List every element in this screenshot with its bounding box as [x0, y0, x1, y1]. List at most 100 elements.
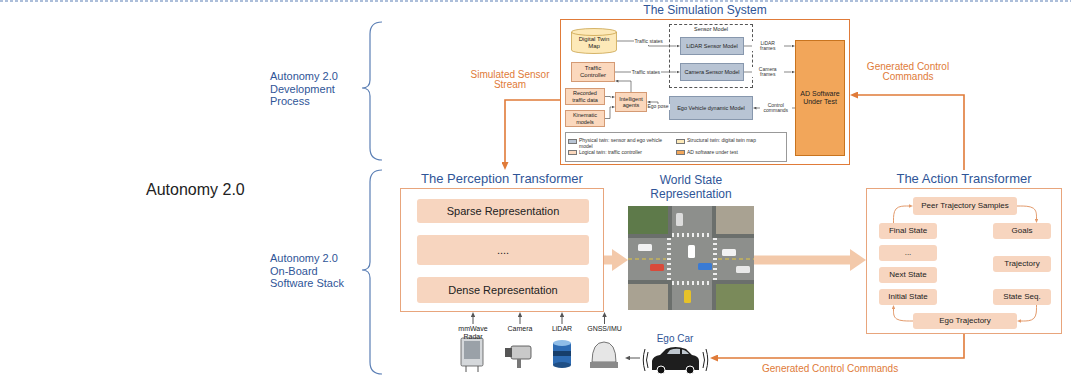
- node-text: Goals: [1012, 226, 1033, 235]
- panel-frame: Sparse Representation.... Dense Represent…: [400, 188, 604, 312]
- side-label: Autonomy 2.0 Development Process: [270, 70, 354, 108]
- node-text: Camera Sensor Model: [684, 69, 739, 75]
- connector: [1017, 206, 1037, 219]
- legend-text: AD software under test: [687, 150, 738, 156]
- signal-wave: [706, 349, 708, 371]
- edge-label: Generated Control Commands: [761, 364, 899, 375]
- bracket: [362, 22, 382, 160]
- lidar-icon: [553, 340, 571, 368]
- legend-text: Structural twin: digital twin map: [687, 138, 756, 144]
- node-text: ...: [905, 248, 912, 257]
- edge-label: Simulated Sensor Stream: [462, 70, 559, 91]
- camera-lens: [505, 348, 512, 357]
- action-panel: The Action TransformerPeer Trajectory Sa…: [866, 170, 1062, 334]
- crosswalk: [713, 238, 717, 280]
- connector: [1021, 305, 1037, 321]
- node-text: Initial State: [888, 292, 928, 301]
- dashed-border: [0, 1, 1071, 2]
- car-window: [667, 349, 680, 354]
- side-label: Autonomy 2.0: [146, 181, 245, 199]
- connector: [894, 309, 914, 321]
- cylinder-rim: [572, 32, 617, 36]
- panel-heading: The Perception Transformer: [400, 170, 604, 188]
- node-text: Next State: [889, 270, 926, 279]
- legend-item: Physical twin: sensor and ego vehicle mo…: [568, 138, 676, 150]
- node-text: Kinematic models: [568, 112, 602, 125]
- connector: [562, 317, 563, 324]
- connector: [605, 107, 612, 119]
- gnss-base: [590, 362, 618, 368]
- node-text: Ego Vehicle dynamic Model: [677, 105, 745, 111]
- legend-swatch: [568, 150, 577, 155]
- node-text: mmWave Radar: [448, 325, 498, 341]
- image-ground: [628, 206, 754, 310]
- radar-icon: [461, 338, 483, 372]
- camera-stand: [517, 359, 521, 368]
- panel-frame: Peer Trajectory SamplesFinal State... Nex…: [866, 188, 1062, 334]
- panel-title: The Action Transformer: [896, 172, 1031, 187]
- node-text: Final State: [889, 226, 927, 235]
- gnss-icon: [590, 342, 618, 368]
- sensor-node: GNSS/IMU: [584, 324, 625, 376]
- sensor-node: LiDAR: [546, 324, 578, 376]
- world-state-image: World State Representation: [628, 170, 754, 310]
- connector: [619, 81, 632, 92]
- cylinder-body: [572, 29, 617, 54]
- panel-title: The Perception Transformer: [421, 172, 583, 187]
- crosswalk: [667, 238, 671, 280]
- node-text: Dense Representation: [448, 284, 557, 297]
- edge-label: Traffic states: [634, 39, 664, 44]
- edge-label: Camera frames: [752, 67, 784, 78]
- panel-heading: The Action Transformer: [866, 170, 1062, 188]
- legend-item: Structural twin: digital twin map: [676, 138, 784, 150]
- state-box: Initial State: [879, 289, 937, 305]
- agents-box: Intelligent agents: [615, 92, 647, 112]
- panel-frame: [628, 206, 754, 310]
- connector: [473, 317, 474, 324]
- panel-title: World State Representation: [628, 174, 754, 202]
- node-text: Sensor Model: [694, 26, 728, 32]
- node-text: State Seq.: [1003, 292, 1040, 301]
- legend-item: AD software under test: [676, 150, 784, 156]
- legend-swatch: [676, 150, 685, 155]
- signal-wave: [703, 352, 705, 368]
- node-text: GNSS/IMU: [587, 325, 622, 333]
- car-window: [682, 350, 689, 355]
- lidar-top: [553, 340, 571, 346]
- trajectory-box: Peer Trajectory Samples: [913, 197, 1017, 215]
- node-text: AD Software Under Test: [798, 90, 842, 106]
- signal-wave: [643, 349, 645, 371]
- signal-wave: [647, 352, 649, 368]
- connector: [604, 317, 605, 324]
- state-box: Next State: [879, 267, 937, 283]
- crosswalk: [672, 233, 712, 237]
- legend-swatch: [568, 139, 577, 144]
- connector: [505, 100, 560, 162]
- representation-box: Dense Representation: [417, 277, 589, 303]
- car: [650, 264, 664, 271]
- car: [676, 213, 683, 226]
- ego-car-node: Ego Car: [640, 332, 710, 376]
- world-state-image: [628, 206, 754, 310]
- side-label: Autonomy 2.0 On-Board Software Stack: [270, 252, 358, 290]
- ego-car-icon: [643, 347, 708, 374]
- representation-box: Sparse Representation: [417, 199, 589, 223]
- lidar-body: [553, 343, 571, 365]
- car-wheel: [657, 366, 665, 374]
- model-box: Kinematic models: [565, 110, 605, 127]
- lidar-base: [553, 362, 571, 368]
- sensor-node: mmWave Radar: [446, 324, 500, 376]
- node-text: Ego Car: [657, 333, 694, 345]
- edge-label: Traffic states: [631, 70, 661, 75]
- legend-swatch: [676, 139, 685, 144]
- edge-label: Generated Control Commands: [857, 62, 959, 83]
- controller-box: Traffic Controller: [571, 62, 615, 82]
- node-text: Intelligent agents: [618, 96, 644, 109]
- state-box: Final State: [879, 223, 937, 239]
- node-text: ....: [497, 244, 509, 257]
- node-text: Sparse Representation: [447, 205, 560, 218]
- lane-line: [718, 259, 754, 260]
- sensor-model-box: Camera Sensor Model: [680, 63, 744, 81]
- connector: [604, 256, 612, 265]
